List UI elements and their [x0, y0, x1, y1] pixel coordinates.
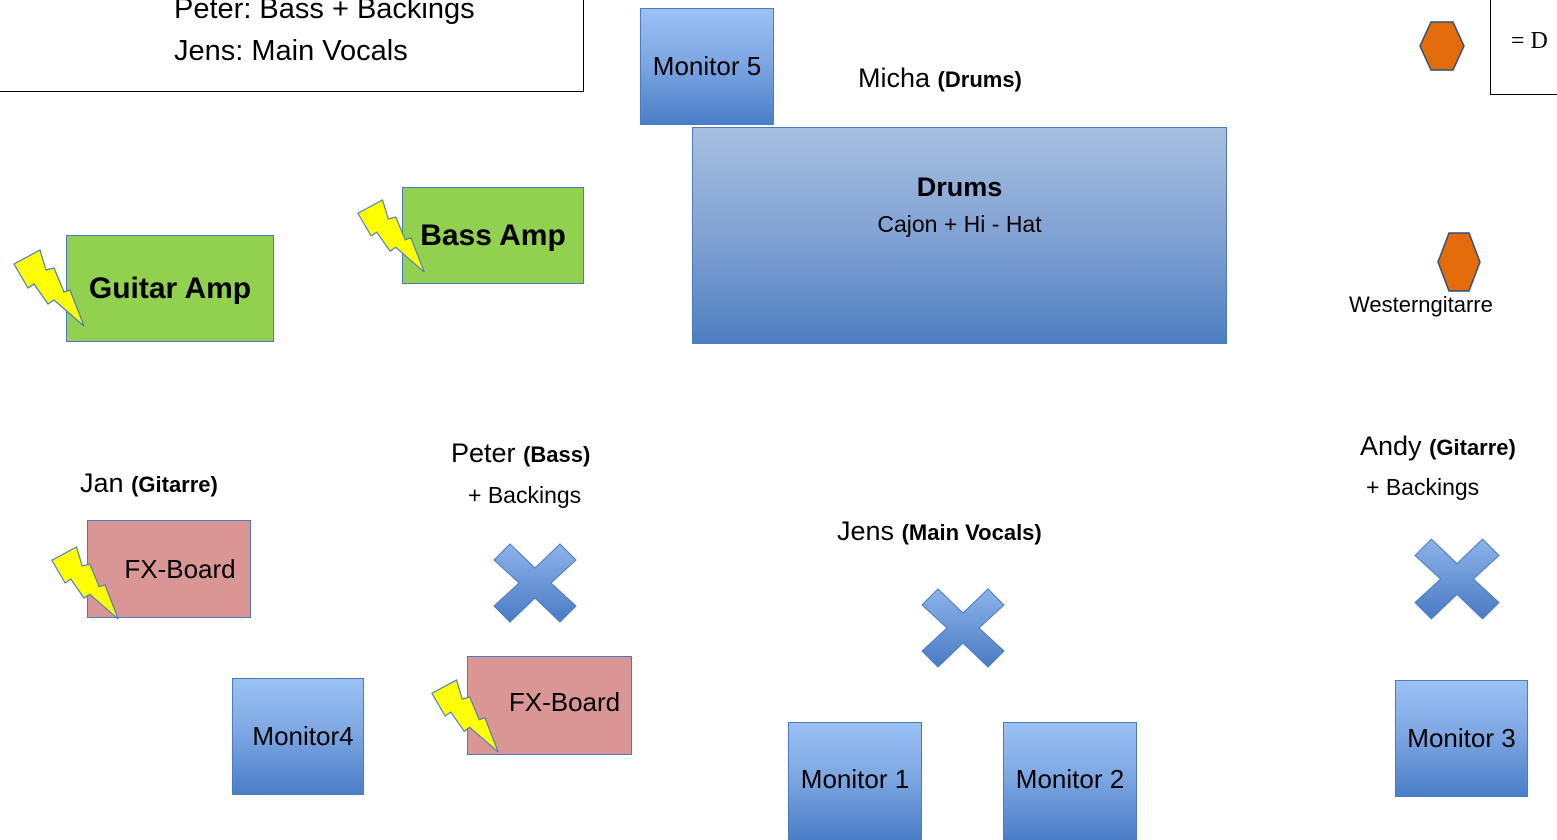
monitor-1: Monitor 1	[788, 722, 922, 840]
monitor-3: Monitor 3	[1395, 680, 1528, 797]
cross-marker-icon	[921, 588, 1005, 668]
label-jens-role: (Main Vocals)	[901, 520, 1042, 545]
fx-board-jan: FX-Board	[87, 520, 251, 618]
monitor-1-label: Monitor 1	[800, 763, 910, 794]
label-andy: Andy (Gitarre)	[1360, 431, 1516, 462]
lightning-bolt-icon	[13, 249, 85, 327]
cross-marker-icon	[1414, 538, 1500, 620]
hexagon-icon	[1437, 232, 1481, 292]
legend-box: Peter: Bass + Backings Jens: Main Vocals	[0, 0, 584, 92]
di-legend-text: = D	[1511, 28, 1548, 54]
fx-board-jan-label: FX-Board	[124, 553, 236, 584]
label-andy-extra: + Backings	[1366, 474, 1480, 500]
monitor-2-label: Monitor 2	[1015, 763, 1125, 794]
label-jan-role: (Gitarre)	[131, 472, 218, 497]
drums-box: Drums Cajon + Hi - Hat	[692, 127, 1227, 344]
cross-marker-icon	[493, 543, 577, 623]
fx-board-peter: FX-Board	[467, 656, 632, 755]
monitor-4-label: Monitor4	[252, 721, 354, 751]
lightning-bolt-icon	[357, 199, 425, 273]
monitor-5: Monitor 5	[640, 8, 774, 125]
label-peter-role: (Bass)	[523, 442, 591, 467]
label-andy-role: (Gitarre)	[1429, 435, 1516, 460]
westerngitarre-label: Westerngitarre	[1349, 292, 1493, 317]
label-jens-name: Jens	[837, 516, 895, 546]
label-andy-name: Andy	[1360, 431, 1422, 461]
monitor-4: Monitor4	[232, 678, 364, 795]
fx-board-peter-label: FX-Board	[508, 687, 621, 717]
label-jan: Jan (Gitarre)	[80, 468, 218, 499]
hexagon-icon	[1419, 21, 1465, 71]
guitar-amp: Guitar Amp	[66, 235, 274, 342]
bass-amp: Bass Amp	[402, 187, 584, 284]
drums-title: Drums	[916, 172, 1003, 202]
legend-line-jens: Jens: Main Vocals	[174, 35, 408, 67]
label-peter-extra: + Backings	[468, 482, 582, 508]
label-micha-role: (Drums)	[937, 67, 1022, 92]
guitar-amp-label: Guitar Amp	[88, 271, 252, 305]
lightning-bolt-icon	[51, 546, 119, 620]
label-peter-name: Peter	[451, 438, 516, 468]
monitor-3-label: Monitor 3	[1407, 723, 1516, 753]
bass-amp-label: Bass Amp	[420, 218, 566, 252]
label-micha: Micha (Drums)	[858, 63, 1022, 94]
drums-subtitle: Cajon + Hi - Hat	[877, 211, 1042, 237]
monitor-2: Monitor 2	[1003, 722, 1137, 840]
legend-line-peter: Peter: Bass + Backings	[174, 0, 475, 25]
label-micha-name: Micha	[858, 63, 931, 93]
di-legend-box: = D	[1490, 0, 1557, 95]
label-jens: Jens (Main Vocals)	[837, 516, 1042, 547]
label-jan-name: Jan	[80, 468, 124, 498]
lightning-bolt-icon	[431, 679, 499, 753]
monitor-5-label: Monitor 5	[652, 51, 762, 81]
label-peter: Peter (Bass)	[451, 438, 590, 469]
